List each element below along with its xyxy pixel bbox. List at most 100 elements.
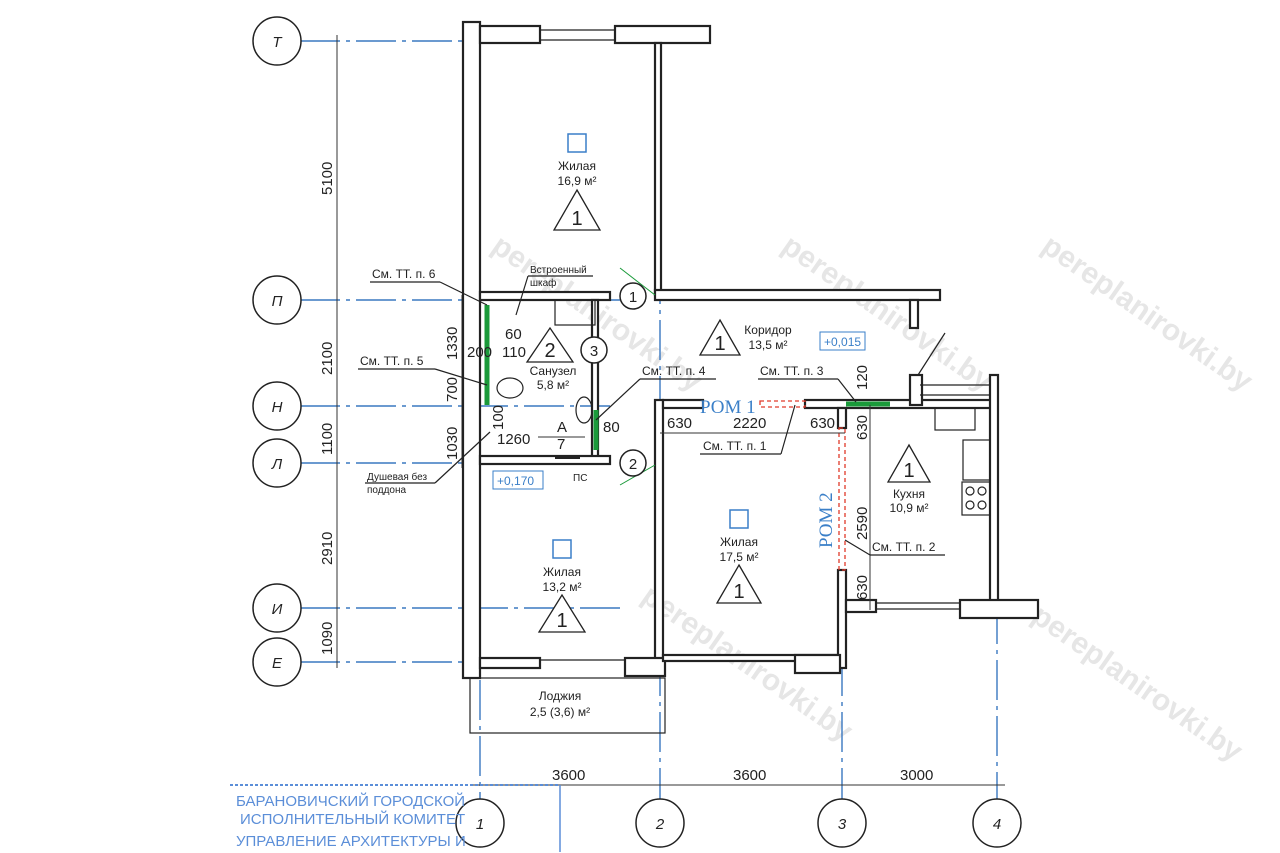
svg-text:+0,015: +0,015 (824, 335, 861, 349)
watermark: pereplanirovki.by pereplanirovki.by pere… (486, 229, 1259, 769)
stove-icon (961, 481, 991, 516)
svg-text:3600: 3600 (733, 767, 766, 784)
sink-icon (575, 396, 593, 424)
svg-text:2: 2 (655, 816, 665, 833)
svg-text:1330: 1330 (444, 327, 461, 360)
svg-text:2100: 2100 (319, 342, 336, 375)
svg-text:630: 630 (854, 575, 871, 600)
svg-text:шкаф: шкаф (530, 277, 556, 289)
svg-text:3600: 3600 (552, 767, 585, 784)
svg-text:3000: 3000 (900, 767, 933, 784)
axis-marker-1: 1 (455, 798, 505, 848)
svg-text:1: 1 (476, 816, 484, 833)
svg-text:2590: 2590 (854, 507, 871, 540)
svg-text:2220: 2220 (733, 415, 766, 432)
svg-text:См. ТТ. п. 1: См. ТТ. п. 1 (703, 439, 767, 453)
axis-marker-n: Н (252, 381, 302, 431)
svg-text:4: 4 (993, 816, 1001, 833)
rom2-label: РОМ 2 (816, 492, 837, 548)
svg-text:16,9 м²: 16,9 м² (558, 174, 597, 188)
door-marks: 1 2 3 (580, 282, 647, 477)
svg-text:Жилая: Жилая (720, 535, 758, 549)
svg-text:Лоджия: Лоджия (539, 689, 582, 703)
svg-text:См. ТТ. п. 4: См. ТТ. п. 4 (642, 364, 706, 378)
svg-text:Жилая: Жилая (543, 565, 581, 579)
svg-text:7: 7 (557, 436, 565, 453)
room-bathroom: 2 Санузел 5,8 м² (525, 326, 577, 392)
svg-text:630: 630 (667, 415, 692, 432)
svg-text:А: А (557, 419, 567, 436)
svg-text:См. ТТ. п. 5: См. ТТ. п. 5 (360, 354, 424, 368)
left-dimensions: 5100 2100 1100 2910 1090 1330 700 1030 (319, 35, 463, 668)
room-living-13-2: Жилая 13,2 м² 1 (537, 539, 587, 633)
room-living-17-5: Жилая 17,5 м² 1 (715, 509, 763, 604)
svg-text:2,5 (3,6) м²: 2,5 (3,6) м² (530, 705, 590, 719)
svg-text:2: 2 (544, 340, 555, 362)
room-living-16-9: Жилая 16,9 м² 1 (552, 133, 602, 231)
room-corridor: 1 Коридор 13,5 м² (698, 318, 792, 356)
svg-text:1: 1 (556, 610, 567, 632)
rom2-opening (838, 427, 846, 571)
svg-text:ИСПОЛНИТЕЛЬНЫЙ КОМИТЕТ: ИСПОЛНИТЕЛЬНЫЙ КОМИТЕТ (240, 810, 465, 828)
svg-text:2: 2 (629, 456, 637, 473)
washing-machine-icon (554, 299, 596, 326)
axis-marker-3: 3 (817, 798, 867, 848)
svg-text:17,5 м²: 17,5 м² (720, 550, 759, 564)
svg-text:2910: 2910 (319, 532, 336, 565)
svg-text:ПС: ПС (573, 473, 587, 484)
svg-text:1: 1 (629, 289, 637, 306)
svg-text:60: 60 (505, 326, 522, 343)
walls (461, 20, 1040, 734)
fixtures (496, 299, 991, 516)
svg-text:1090: 1090 (319, 622, 336, 655)
toilet-icon (496, 377, 524, 399)
level-marks: +0,015 +0,170 (492, 331, 866, 490)
svg-text:1: 1 (714, 333, 725, 355)
room-loggia: Лоджия 2,5 (3,6) м² (530, 689, 590, 719)
svg-text:Санузел: Санузел (530, 364, 577, 378)
heating-icon (552, 539, 572, 559)
bottom-dimensions: 3600 3600 3000 (470, 767, 1005, 786)
svg-text:Душевая без: Душевая без (367, 471, 427, 483)
svg-text:630: 630 (854, 415, 871, 440)
svg-text:Т: Т (272, 34, 283, 51)
heating-icon (567, 133, 587, 153)
svg-text:pereplanirovki.by: pereplanirovki.by (1036, 229, 1259, 399)
svg-text:1260: 1260 (497, 431, 530, 448)
svg-text:120: 120 (854, 365, 871, 390)
svg-text:pereplanirovki.by: pereplanirovki.by (1026, 599, 1249, 769)
svg-text:700: 700 (444, 377, 461, 402)
svg-text:10,9 м²: 10,9 м² (890, 501, 929, 515)
svg-text:Кухня: Кухня (893, 487, 925, 501)
svg-text:Л: Л (271, 456, 283, 473)
svg-text:1030: 1030 (444, 427, 461, 460)
svg-text:См. ТТ. п. 3: См. ТТ. п. 3 (760, 364, 824, 378)
axis-marker-l: Л (252, 438, 302, 488)
svg-text:1: 1 (571, 208, 582, 230)
row-axes: Т П Н Л И Е (252, 16, 620, 687)
svg-text:+0,170: +0,170 (497, 474, 534, 488)
svg-text:УПРАВЛЕНИЕ АРХИТЕКТУРЫ И: УПРАВЛЕНИЕ АРХИТЕКТУРЫ И (236, 833, 466, 850)
notes: См. ТТ. п. 6 См. ТТ. п. 5 Встроенный шка… (358, 265, 946, 556)
svg-text:1100: 1100 (319, 423, 336, 455)
bathroom-dimensions: 60 200 110 100 1260 80 А 7 (467, 326, 620, 453)
svg-text:200: 200 (467, 344, 492, 361)
kitchen-sink-icon (934, 407, 976, 431)
svg-text:Е: Е (272, 655, 283, 672)
counter-icon (962, 439, 991, 481)
svg-text:П: П (272, 293, 283, 310)
axis-marker-2: 2 (635, 798, 685, 848)
svg-text:3: 3 (590, 343, 598, 360)
svg-text:поддона: поддона (367, 485, 407, 496)
axis-marker-4: 4 (972, 798, 1022, 848)
room-kitchen: 1 Кухня 10,9 м² (886, 443, 932, 515)
approval-stamp: БАРАНОВИЧСКИЙ ГОРОДСКОЙ ИСПОЛНИТЕЛЬНЫЙ К… (230, 784, 561, 852)
svg-text:БАРАНОВИЧСКИЙ ГОРОДСКОЙ: БАРАНОВИЧСКИЙ ГОРОДСКОЙ (236, 792, 465, 810)
svg-text:5100: 5100 (319, 162, 336, 195)
axis-marker-p: П (252, 275, 302, 325)
axis-marker-i: И (252, 583, 302, 633)
svg-text:110: 110 (502, 344, 526, 361)
svg-text:630: 630 (810, 415, 835, 432)
svg-text:См. ТТ. п. 6: См. ТТ. п. 6 (372, 267, 436, 281)
